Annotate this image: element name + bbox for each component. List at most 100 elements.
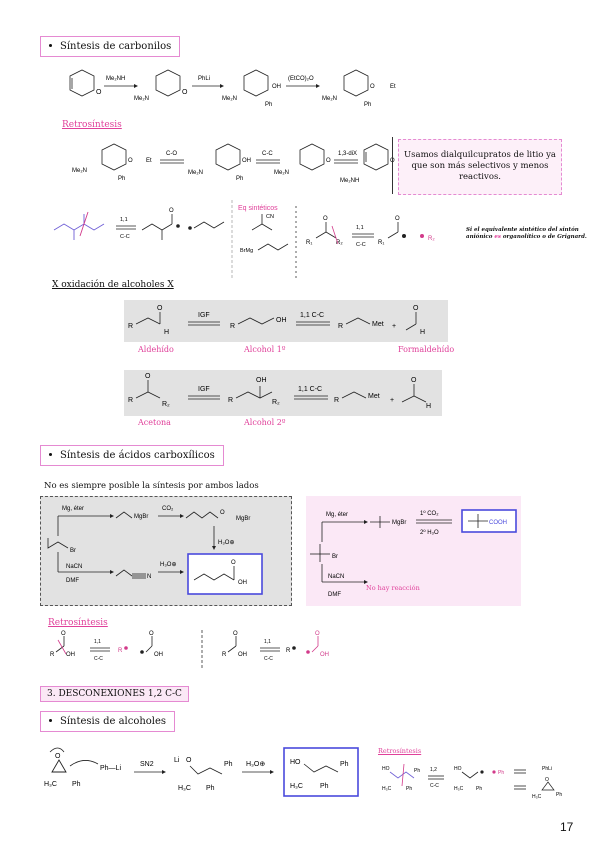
desconexiones-title: 3. DESCONEXIONES 1,2 C-C	[40, 686, 189, 702]
label-1-2: 1,2	[430, 767, 437, 773]
aldehido-scheme-box	[124, 300, 448, 342]
svg-text:+: +	[390, 397, 394, 404]
label-co2: CO₂	[162, 506, 174, 512]
note-box	[398, 139, 562, 195]
label-1-1: 1,1	[264, 639, 271, 645]
label-cn: CN	[266, 214, 274, 220]
label-h3c: H₃C	[178, 785, 191, 792]
reagent-etco2o: (EtCO)₂O	[288, 76, 314, 82]
label-me2n: Me₂N	[274, 170, 289, 176]
retrosintesis-label-2: Retrosíntesis	[48, 618, 108, 628]
section-header-carbonilos: Síntesis de carbonilos	[40, 36, 181, 57]
reaction-carbonilos: O Me₂NH Me₂N O PhLi Me₂N OH Ph (EtCO)₂O …	[69, 69, 396, 108]
label-r: R	[334, 397, 339, 404]
label-o: O	[370, 84, 375, 90]
label-ph: Ph	[265, 102, 272, 108]
label-h3o: H₃O⊕	[246, 761, 265, 768]
label-h3c: H₃C	[454, 786, 464, 792]
equiv-note-part: organolítico o de Grignard.	[500, 234, 587, 241]
label-ph: Ph	[320, 783, 329, 790]
acetona-scheme-box	[124, 370, 442, 416]
label-oh: OH	[238, 580, 247, 586]
label-oh: OH	[242, 158, 251, 164]
no-siempre-text: No es siempre posible la síntesis por am…	[44, 481, 259, 491]
label-r2: R₂	[272, 399, 280, 406]
label-o: O	[231, 560, 236, 566]
label-h: H	[426, 403, 431, 410]
label-h3c: H₃C	[44, 781, 57, 788]
label-ph: Ph	[206, 785, 215, 792]
label-ph-li: Ph—Li	[100, 765, 121, 772]
label-met: Met	[368, 393, 380, 400]
label-o: O	[323, 216, 328, 222]
label-ph: Ph	[414, 768, 420, 774]
label-o: O	[169, 208, 174, 214]
label-1-1: 1,1	[120, 217, 128, 223]
label-o: O	[182, 89, 188, 96]
label-o: O	[186, 757, 192, 764]
label-h3c: H₃C	[290, 783, 303, 790]
label-o: O	[395, 216, 400, 222]
label-h3c: H₃C	[532, 794, 542, 800]
label-h3o: H₃O⊕	[160, 562, 176, 568]
label-ph: Ph	[556, 792, 562, 798]
label-mgbr: MgBr	[134, 514, 148, 520]
reagent-me2nh: Me₂NH	[106, 76, 125, 82]
retrosynthesis-carbonilos: Me₂N O Et Ph C-O Me₂N OH Ph C-C Me₂N O 1…	[72, 143, 395, 184]
label-mgbr: MgBr	[392, 520, 406, 526]
label-1-1-cc: 1,1 C-C	[298, 386, 322, 393]
label-o: O	[149, 631, 154, 637]
label-r1: R₁	[378, 240, 384, 246]
label-1-3-dix: 1,3-diX	[338, 151, 357, 157]
label-formaldehido: Formaldehído	[398, 345, 455, 354]
label-o: O	[157, 305, 163, 312]
svg-text:O: O	[55, 753, 61, 760]
label-o: O	[128, 158, 133, 164]
section-title: Síntesis de carbonilos	[60, 41, 172, 52]
label-o: O	[96, 89, 102, 96]
label-o: O	[61, 631, 66, 637]
label-cc: C-C	[94, 656, 103, 662]
label-o: O	[220, 510, 225, 516]
label-1-co2: 1º CO₂	[420, 510, 439, 517]
label-r: R	[128, 397, 133, 404]
label-mgbr: MgBr	[236, 516, 250, 522]
label-igf: IGF	[198, 312, 210, 319]
label-ph: Ph	[236, 176, 243, 182]
bullet-icon	[49, 719, 52, 722]
label-ph: Ph	[476, 786, 482, 792]
label-oh: OH	[256, 377, 267, 384]
label-mg-eter: Mg, éter	[62, 506, 84, 512]
label-r1: R₁	[306, 240, 312, 246]
divider	[392, 137, 393, 194]
label-r: R	[222, 652, 227, 658]
label-2-h3o: 2º H₃O	[420, 529, 439, 536]
reagent-phli: PhLi	[198, 76, 210, 82]
label-co: C-O	[166, 151, 177, 157]
label-o: O	[233, 631, 238, 637]
label-dmf: DMF	[328, 592, 341, 598]
label-br: Br	[70, 548, 76, 554]
label-brmg: BrMg	[240, 248, 253, 254]
label-r: R	[286, 648, 291, 654]
aldehido-scheme: R O H IGF R OH 1,1 C-C R Met + O H	[128, 305, 425, 336]
label-ph: Ph	[498, 770, 504, 776]
page-number: 17	[560, 820, 574, 834]
label-ph: Ph	[364, 102, 371, 108]
label-oh: OH	[320, 652, 329, 658]
svg-text:O: O	[545, 777, 549, 783]
label-et: Et	[390, 84, 396, 90]
label-r: R	[50, 652, 55, 658]
label-mg-eter: Mg, éter	[326, 512, 348, 518]
label-me2nh: Me₂NH	[340, 178, 359, 184]
no-hay-reaccion: No hay reacción	[366, 584, 420, 592]
label-me2n: Me₂N	[134, 96, 149, 102]
retrosintesis-label-1: Retrosíntesis	[62, 120, 122, 130]
label-dmf: DMF	[66, 578, 79, 584]
label-1-1: 1,1	[94, 639, 101, 645]
equiv-note-es: es	[494, 234, 501, 241]
label-o: O	[413, 305, 419, 312]
label-cc: C-C	[264, 656, 273, 662]
acetona-scheme: R O R₂ IGF R OH R₂ 1,1 C-C R Met + O H	[128, 373, 431, 410]
section-header-acidos: Síntesis de ácidos carboxílicos	[40, 445, 224, 466]
